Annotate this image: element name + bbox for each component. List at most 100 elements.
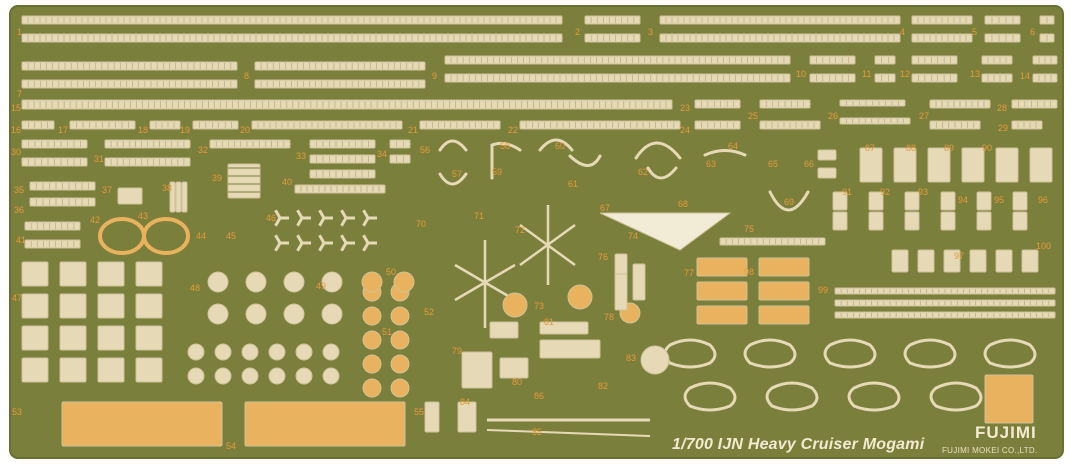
round-part — [295, 367, 313, 385]
part-number-label: 52 — [424, 307, 435, 317]
part-number-label: 65 — [768, 159, 779, 169]
railing-part — [809, 73, 856, 83]
part-number-label: 40 — [282, 177, 293, 187]
etched-part — [868, 191, 884, 211]
etched-part — [61, 401, 223, 447]
vane-part — [274, 217, 282, 227]
etched-part — [175, 181, 182, 213]
part-number-label: 86 — [534, 391, 545, 401]
part-number-label: 17 — [58, 125, 69, 135]
part-number-label: 15 — [11, 103, 22, 113]
curved-part — [903, 338, 957, 369]
etched-part — [97, 357, 125, 383]
etched-part — [832, 191, 848, 211]
railing-part — [911, 73, 958, 83]
part-number-label: 79 — [452, 346, 463, 356]
vane-part — [296, 209, 304, 219]
part-number-label: 71 — [474, 211, 485, 221]
part-number-label: 14 — [1020, 71, 1031, 81]
etched-part — [859, 147, 883, 183]
part-number-label: 30 — [11, 147, 22, 157]
mast-part — [519, 223, 576, 267]
etched-part — [696, 305, 748, 325]
railing-part — [874, 73, 896, 83]
part-number-label: 50 — [386, 267, 397, 277]
etched-part — [169, 181, 176, 213]
part-number-label: 26 — [828, 111, 839, 121]
part-number-label: 85 — [532, 427, 543, 437]
part-number-label: 38 — [162, 183, 173, 193]
etched-part — [499, 357, 529, 379]
etched-parts-layer — [21, 15, 1058, 447]
part-number-label: 55 — [414, 407, 425, 417]
round-part — [283, 271, 305, 293]
etched-part — [21, 325, 49, 351]
etched-part — [424, 401, 440, 433]
etched-part — [614, 273, 628, 311]
part-number-label: 82 — [598, 381, 609, 391]
etched-part — [817, 167, 837, 179]
part-number-label: 91 — [842, 187, 853, 197]
railing-part — [21, 61, 238, 71]
round-part — [361, 271, 383, 293]
vane-part — [340, 217, 348, 227]
part-number-label: 96 — [1038, 195, 1049, 205]
etched-part — [976, 191, 992, 211]
round-part — [214, 367, 232, 385]
etched-part — [817, 149, 837, 161]
etched-part — [1012, 191, 1028, 211]
part-number-label: 25 — [748, 111, 759, 121]
etched-part — [904, 191, 920, 211]
round-part — [390, 306, 410, 326]
etched-part — [59, 357, 87, 383]
round-part — [322, 367, 340, 385]
railing-part — [981, 73, 1013, 83]
part-number-label: 4 — [900, 27, 906, 37]
etched-part — [97, 293, 125, 319]
part-number-label: 95 — [994, 195, 1005, 205]
part-number-label: 56 — [420, 145, 431, 155]
part-number-label: 59 — [492, 167, 503, 177]
part-number-label: 77 — [684, 268, 695, 278]
part-number-label: 61 — [568, 179, 579, 189]
railing-part — [24, 239, 81, 249]
part-number-label: 21 — [408, 125, 419, 135]
part-number-label: 12 — [900, 69, 911, 79]
curved-part — [634, 141, 682, 160]
part-number-label: 13 — [970, 69, 981, 79]
mast-part — [454, 263, 516, 302]
etched-part — [489, 321, 519, 339]
vane-part — [274, 234, 282, 244]
round-part — [362, 306, 382, 326]
round-part — [321, 303, 343, 325]
railing-part — [584, 33, 641, 43]
part-number-label: 33 — [296, 151, 307, 161]
part-number-label: 54 — [226, 441, 237, 451]
part-number-label: 6 — [1030, 27, 1036, 37]
part-number-label: 49 — [316, 281, 327, 291]
part-number-label: 11 — [862, 69, 872, 79]
etched-part — [976, 211, 992, 231]
part-number-label: 69 — [784, 197, 795, 207]
part-number-label: 83 — [626, 353, 637, 363]
etched-part — [21, 293, 49, 319]
etched-part — [995, 249, 1013, 273]
railing-part — [694, 99, 741, 109]
etched-part — [893, 147, 917, 183]
boat-part — [142, 217, 190, 255]
part-number-label: 42 — [90, 215, 101, 225]
railing-part — [839, 117, 911, 125]
round-part — [207, 303, 229, 325]
curved-part — [929, 381, 983, 412]
part-number-label: 45 — [226, 231, 237, 241]
part-number-label: 46 — [266, 213, 277, 223]
fret-title: 1/700 IJN Heavy Cruiser Mogami — [672, 436, 925, 453]
etched-part — [1029, 147, 1053, 183]
etched-part — [135, 293, 163, 319]
railing-part — [21, 79, 238, 89]
round-part — [362, 354, 382, 374]
vane-part — [274, 209, 282, 219]
part-number-label: 72 — [515, 225, 526, 235]
part-number-label: 35 — [14, 185, 25, 195]
